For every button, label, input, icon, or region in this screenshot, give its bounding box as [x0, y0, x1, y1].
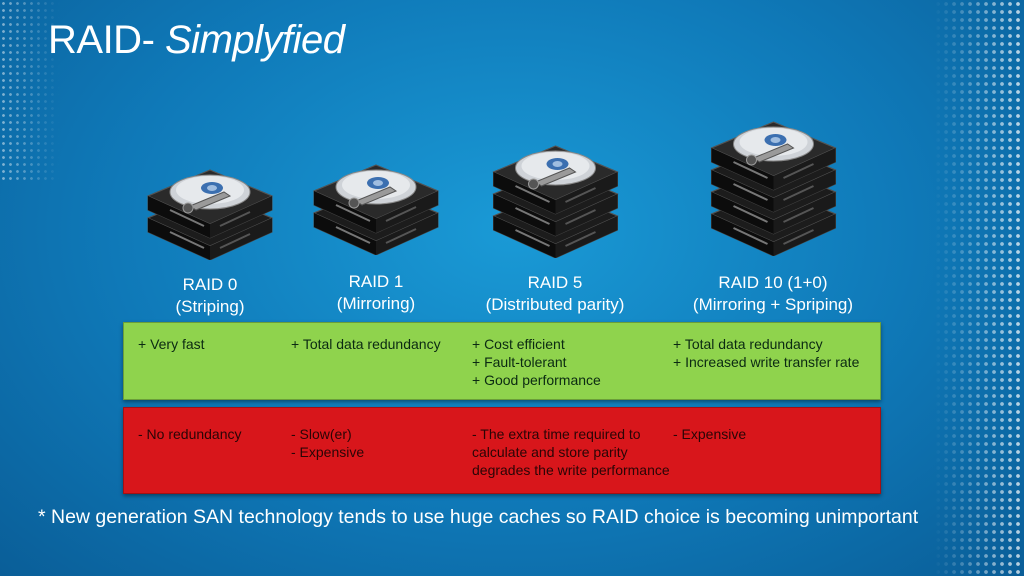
- raid-10-cons: - Expensive: [673, 425, 746, 443]
- hard-drive-icon: [709, 121, 837, 191]
- title-italic: Simplyfied: [165, 18, 345, 62]
- raid-10-subtitle: (Mirroring + Spriping): [692, 295, 854, 314]
- hard-drive-icon: [312, 164, 440, 234]
- raid-0-pros: + Very fast: [138, 335, 205, 353]
- hard-drive-stack-icon: [488, 118, 623, 259]
- pro-item: + Total data redundancy: [673, 336, 823, 352]
- raid-10-name: RAID 10 (1+0): [718, 273, 828, 292]
- pros-panel: + Very fast + Total data redundancy + Co…: [123, 322, 881, 400]
- decorative-dots-right: [934, 0, 1024, 576]
- raid-10-pros: + Total data redundancy + Increased writ…: [673, 335, 859, 371]
- raid-5-subtitle: (Distributed parity): [485, 295, 625, 314]
- raid-1-cons: - Slow(er) - Expensive: [291, 425, 364, 461]
- raid-5-column: RAID 5 (Distributed parity): [474, 118, 636, 316]
- con-item: - The extra time required to: [472, 426, 641, 442]
- title-plain: RAID-: [48, 18, 165, 62]
- raid-1-subtitle: (Mirroring): [336, 294, 416, 313]
- con-item: degrades the write performance: [472, 462, 670, 478]
- cons-panel: - No redundancy - Slow(er) - Expensive -…: [123, 407, 881, 494]
- con-item: calculate and store parity: [472, 444, 628, 460]
- hard-drive-stack-icon: [706, 94, 841, 257]
- hard-drive-stack-icon: [145, 150, 275, 261]
- raid-1-pros: + Total data redundancy: [291, 335, 441, 353]
- raid-0-name: RAID 0: [182, 275, 238, 294]
- slide-title: RAID- Simplyfied: [48, 18, 345, 63]
- raid-5-pros: + Cost efficient + Fault-tolerant + Good…: [472, 335, 601, 389]
- pro-item: + Total data redundancy: [291, 336, 441, 352]
- raid-5-cons: - The extra time required to calculate a…: [472, 425, 670, 479]
- hard-drive-icon: [146, 169, 274, 239]
- pro-item: + Fault-tolerant: [472, 354, 567, 370]
- con-item: - No redundancy: [138, 426, 242, 442]
- pro-item: + Good performance: [472, 372, 601, 388]
- pro-item: + Cost efficient: [472, 336, 565, 352]
- raid-0-cons: - No redundancy: [138, 425, 242, 443]
- con-item: - Expensive: [673, 426, 747, 442]
- raid-5-name: RAID 5: [527, 273, 583, 292]
- pro-item: + Very fast: [138, 336, 205, 352]
- hard-drive-stack-icon: [311, 145, 441, 256]
- raid-0-subtitle: (Striping): [175, 297, 245, 316]
- footnote: * New generation SAN technology tends to…: [38, 506, 919, 528]
- con-item: - Expensive: [291, 444, 365, 460]
- pro-item: + Increased write transfer rate: [673, 354, 860, 370]
- raid-1-name: RAID 1: [348, 272, 404, 291]
- hard-drive-icon: [491, 145, 619, 215]
- con-item: - Slow(er): [291, 426, 352, 442]
- raid-0-column: RAID 0 (Striping): [140, 150, 280, 318]
- decorative-dots-left: [0, 0, 60, 180]
- raid-1-column: RAID 1 (Mirroring): [306, 145, 446, 315]
- raid-10-column: RAID 10 (1+0) (Mirroring + Spriping): [680, 94, 866, 316]
